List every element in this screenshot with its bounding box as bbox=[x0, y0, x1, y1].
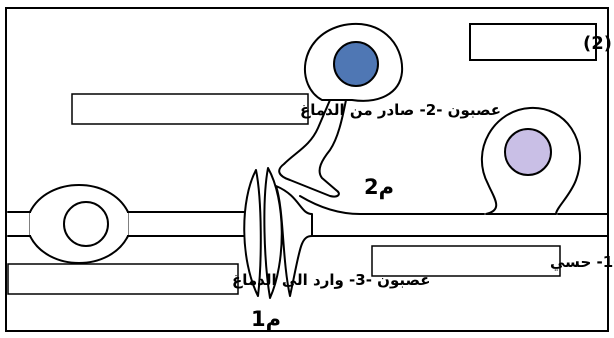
neuron-2-label-box: عصبون -2- صادر من الدماغ bbox=[71, 93, 501, 125]
neuron-1-label-box: عصبون -1- حسي bbox=[371, 245, 614, 277]
neuron-2-label: عصبون -2- صادر من الدماغ bbox=[300, 101, 501, 119]
neuron-1-cell-body bbox=[480, 106, 582, 215]
synapse-m1-marker: م1 bbox=[251, 307, 281, 331]
neuron-3-cell-body bbox=[29, 184, 129, 264]
neuron-3-nucleus bbox=[63, 201, 109, 247]
neuron-1-nucleus bbox=[504, 128, 552, 176]
neuron-3-label: عصبون -3- وارد الى الدماغ bbox=[232, 271, 431, 289]
neuron-1-label: عصبون -1- حسي bbox=[550, 253, 614, 271]
neuron-2-cell-body bbox=[303, 23, 404, 102]
synapse-m2-marker: م2 bbox=[364, 175, 394, 199]
neuron-2-nucleus bbox=[333, 41, 379, 87]
nerve-fiber bbox=[7, 195, 608, 237]
neuron-3-label-box: عصبون -3- وارد الى الدماغ bbox=[7, 263, 431, 295]
synapse-m1 bbox=[243, 167, 283, 299]
document-title-box: الوثيقة (2) bbox=[469, 23, 614, 61]
neuron-1-terminal bbox=[275, 185, 313, 297]
document-title: الوثيقة (2) bbox=[583, 33, 614, 54]
